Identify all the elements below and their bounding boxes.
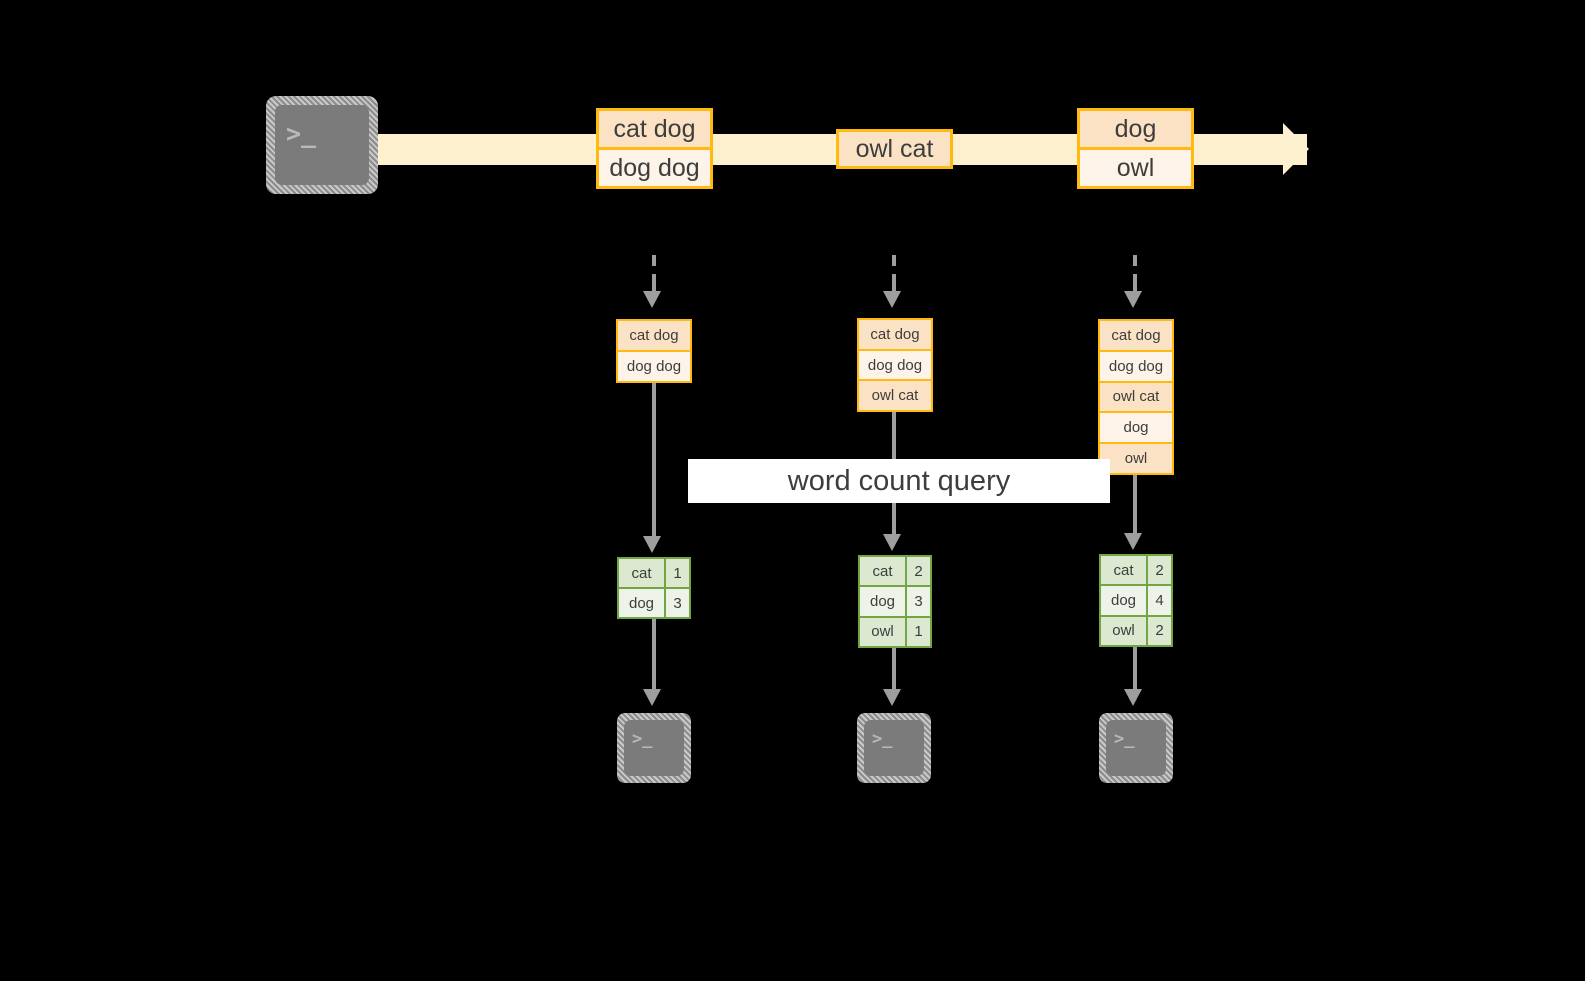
stream-group-1: cat dog dog dog [596,108,713,189]
snapshot-table-3: cat dog dog dog owl cat dog owl [1098,319,1174,475]
result-count: 2 [905,557,930,586]
result-row: dog 4 [1101,584,1171,615]
stream-to-snapshot-connector-3 [1133,255,1137,293]
stream-arrow-head [1283,123,1309,175]
terminal-prompt-icon: >_ [632,729,653,749]
result-word: owl [860,617,905,646]
terminal-prompt-icon: >_ [286,119,317,148]
consumer-terminal-3: >_ [1099,713,1173,783]
result-row: dog 3 [619,587,689,617]
snapshot-row: owl cat [1100,380,1172,412]
stream-to-snapshot-connector-1 [652,255,656,293]
result-count: 3 [905,587,930,616]
stream-group-3: dog owl [1077,108,1194,189]
result-count: 1 [905,617,930,646]
stream-to-snapshot-connector-2 [892,255,896,293]
terminal-screen: >_ [275,105,369,185]
stream-group-2: owl cat [836,129,953,169]
stream-record: owl [1080,147,1191,186]
snapshot-row: dog dog [859,348,931,380]
result-row: cat 2 [1101,556,1171,585]
snapshot-row: owl [1100,442,1172,473]
terminal-screen: >_ [864,720,924,776]
connector-arrow-head [643,536,661,553]
result-count: 4 [1146,586,1171,615]
result-row: owl 1 [860,615,930,646]
result-word: dog [860,587,905,616]
result-word: dog [619,589,664,617]
result-count: 1 [664,559,689,587]
connector-arrow-head [1124,689,1142,706]
result-word: cat [1101,556,1146,585]
result-to-sink-connector-1 [652,619,656,691]
result-word: dog [1101,586,1146,615]
stream-record: dog dog [599,147,710,186]
snapshot-table-2: cat dog dog dog owl cat [857,318,933,412]
connector-arrow-head [1124,291,1142,308]
result-table-3: cat 2 dog 4 owl 2 [1099,554,1173,647]
snapshot-row: dog dog [618,350,690,381]
result-row: dog 3 [860,585,930,616]
result-word: cat [619,559,664,587]
consumer-terminal-2: >_ [857,713,931,783]
snapshot-row: dog dog [1100,349,1172,381]
snapshot-row: cat dog [859,320,931,349]
result-row: cat 1 [619,559,689,587]
snapshot-row: cat dog [1100,321,1172,350]
snapshot-to-result-connector-3 [1133,475,1137,535]
connector-arrow-head [1124,533,1142,550]
result-count: 2 [1146,616,1171,645]
query-label: word count query [688,459,1110,503]
result-row: owl 2 [1101,614,1171,645]
terminal-prompt-icon: >_ [1114,729,1135,749]
stream-record: dog [1080,111,1191,147]
producer-terminal: >_ [266,96,378,194]
result-to-sink-connector-3 [1133,647,1137,691]
result-row: cat 2 [860,557,930,586]
result-word: cat [860,557,905,586]
snapshot-row: dog [1100,411,1172,443]
result-count: 2 [1146,556,1171,585]
stream-record: cat dog [599,111,710,147]
snapshot-table-1: cat dog dog dog [616,319,692,383]
result-to-sink-connector-2 [892,648,896,691]
result-table-1: cat 1 dog 3 [617,557,691,619]
connector-arrow-head [643,291,661,308]
result-table-2: cat 2 dog 3 owl 1 [858,555,932,648]
snapshot-row: cat dog [618,321,690,350]
connector-arrow-head [883,689,901,706]
connector-arrow-head [643,689,661,706]
stream-record: owl cat [839,132,950,166]
result-count: 3 [664,589,689,617]
snapshot-row: owl cat [859,379,931,411]
terminal-screen: >_ [624,720,684,776]
terminal-screen: >_ [1106,720,1166,776]
consumer-terminal-1: >_ [617,713,691,783]
connector-arrow-head [883,291,901,308]
snapshot-to-result-connector-1 [652,383,656,538]
result-word: owl [1101,616,1146,645]
terminal-prompt-icon: >_ [872,729,893,749]
connector-arrow-head [883,534,901,551]
